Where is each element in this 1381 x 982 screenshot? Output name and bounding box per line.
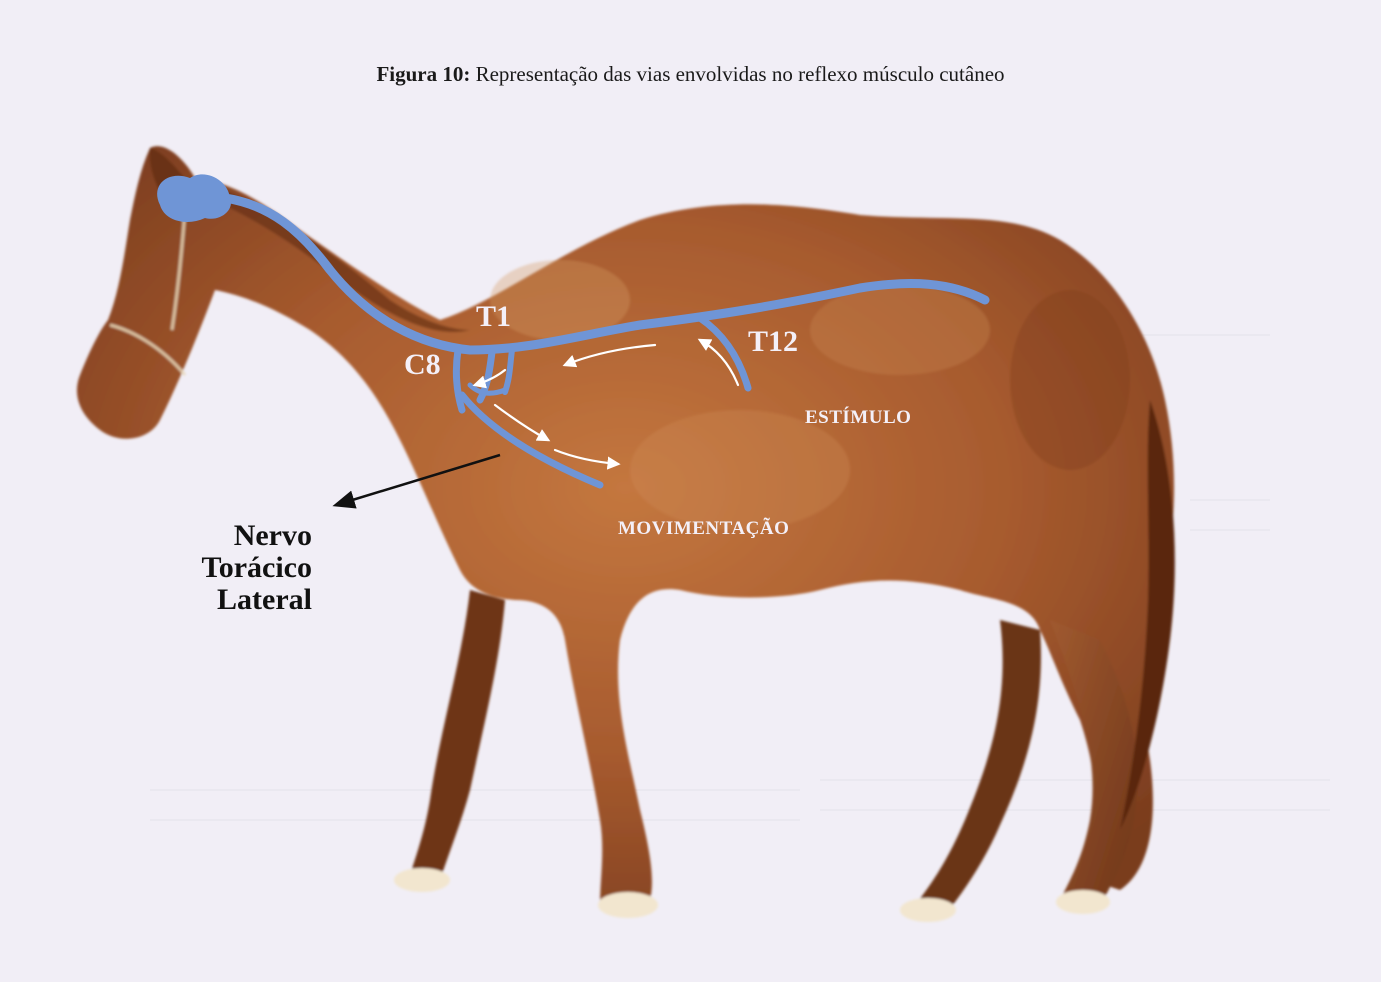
brain-shape xyxy=(157,174,231,222)
label-stimulus: ESTÍMULO xyxy=(805,407,911,429)
nerve-label-line3: Lateral xyxy=(170,584,312,616)
label-c8: C8 xyxy=(404,348,441,382)
far-front-leg xyxy=(410,590,505,880)
far-hind-leg xyxy=(915,620,1041,915)
label-movement: MOVIMENTAÇÃO xyxy=(618,518,789,540)
nerve-label: Nervo Torácico Lateral xyxy=(170,520,312,616)
nerve-label-line1: Nervo xyxy=(170,520,312,552)
label-t12: T12 xyxy=(748,325,798,359)
hooves xyxy=(394,868,1110,922)
label-t1: T1 xyxy=(476,300,511,334)
nerve-label-line2: Torácico xyxy=(170,552,312,584)
